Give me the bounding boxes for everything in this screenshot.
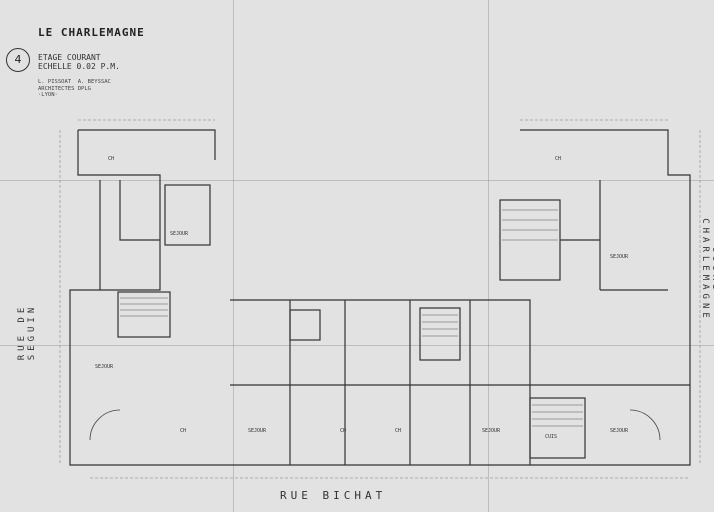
room-label-sejour: SEJOUR [482,428,501,434]
room-label-ch: CH [108,156,114,162]
fold-line [488,0,489,512]
sheet-number: 4 [6,48,30,72]
room-label-ch: CH [555,156,561,162]
room-label-sejour: SEJOUR [248,428,267,434]
plan-title: LE CHARLEMAGNE [38,26,145,39]
fold-line [233,0,234,512]
room-label-sejour: SEJOUR [610,254,629,260]
street-label-bottom: RUE BICHAT [280,489,387,502]
street-label-left: RUE DE SEGUIN [17,303,37,361]
room-label-sejour: SEJOUR [170,231,189,237]
fold-line [0,345,714,346]
room-label-cuis: CUIS [545,434,557,440]
room-label-ch: CH [180,428,186,434]
room-label-ch: CH [340,428,346,434]
street-label-right: COURS CHARLEMAGNE [700,218,714,322]
room-label-ch: CH [395,428,401,434]
room-label-sejour: SEJOUR [610,428,629,434]
fold-line [0,180,714,181]
room-label-sejour: SEJOUR [95,364,114,370]
plan-subtitle: ETAGE COURANT ECHELLE 0.02 P.M. [38,53,120,71]
architects-credit: L. PISSOAT A. BEYSSAC ARCHITECTES DPLG ·… [38,79,111,98]
